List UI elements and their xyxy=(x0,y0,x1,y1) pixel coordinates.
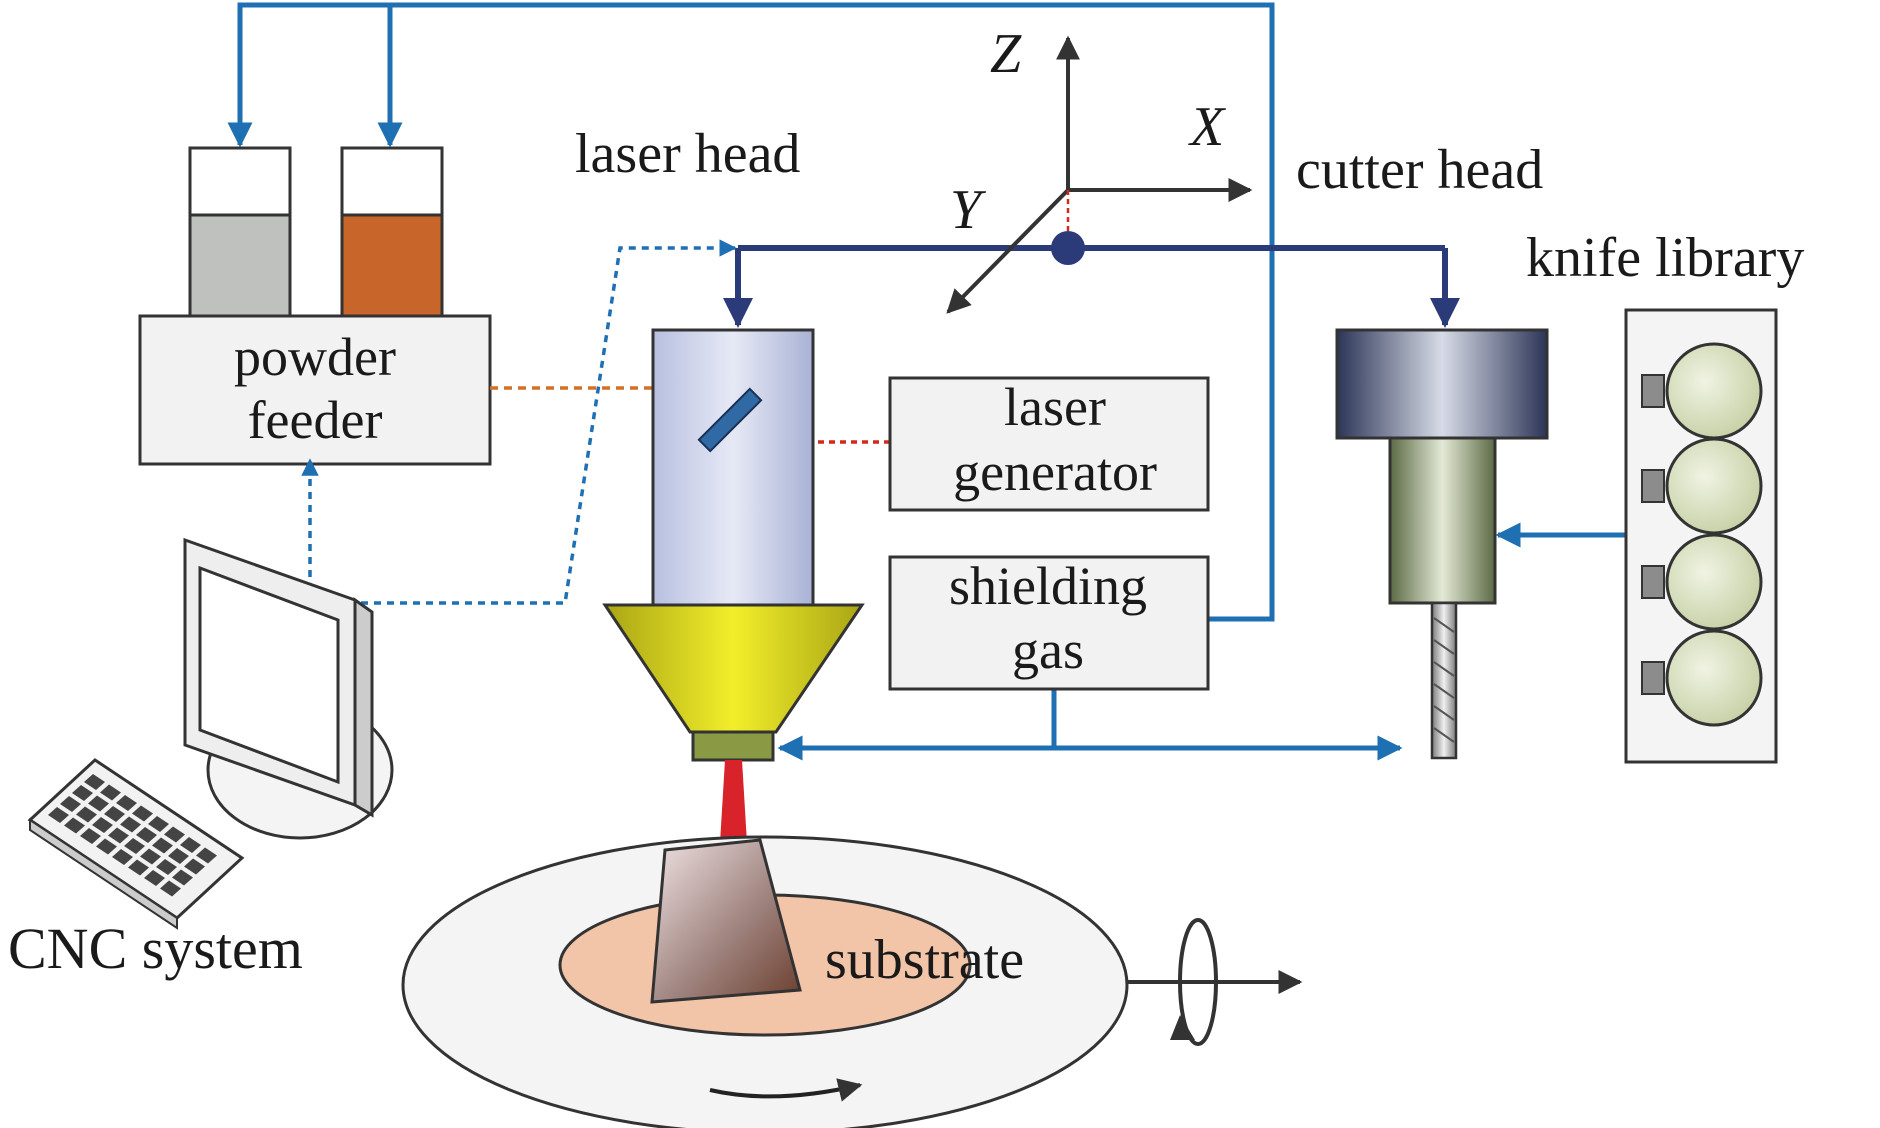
tool-holder-3 xyxy=(1641,533,1763,631)
knife-library xyxy=(1624,308,1778,764)
shielding-gas: shielding gas xyxy=(888,555,1210,691)
cladding-nozzle xyxy=(602,603,865,734)
keyboard-key xyxy=(172,869,193,886)
gas-supply-lines xyxy=(227,2,1626,761)
rotation-arrow xyxy=(709,1078,863,1102)
keyboard-key xyxy=(164,826,185,843)
keyboard-key xyxy=(64,817,85,834)
cladded-part xyxy=(650,838,802,1004)
cutter-head-label: cutter head xyxy=(1296,139,1543,201)
keyboard-key xyxy=(88,795,109,812)
keyboard-key xyxy=(48,807,69,823)
keyboard-key xyxy=(196,847,217,864)
knife-library-label: knife library xyxy=(1526,227,1804,289)
laser-head xyxy=(602,328,865,843)
shielding-gas-label-line1: shielding xyxy=(949,556,1147,616)
keyboard-key xyxy=(160,880,181,897)
keyboard-key xyxy=(84,774,105,790)
cnc-computer xyxy=(27,537,394,930)
keyboard-key xyxy=(168,848,189,864)
y-axis-label: Y xyxy=(950,179,987,241)
keyboard-key xyxy=(76,806,97,823)
keyboard-key xyxy=(136,827,157,843)
keyboard-key xyxy=(96,838,117,855)
keyboard-key xyxy=(100,784,121,801)
keyboard-key xyxy=(128,859,149,876)
monitor-screen xyxy=(198,565,340,785)
cutter-head xyxy=(1335,328,1549,760)
powder-feeder-label-line1: powder xyxy=(234,327,396,387)
x-axis-label: X xyxy=(1188,96,1227,158)
powder-feeder-box xyxy=(138,314,492,466)
keyboard-key xyxy=(180,837,201,853)
tilt-rotation-ring xyxy=(1178,918,1218,1046)
keyboard-key xyxy=(60,796,81,812)
motion-rail xyxy=(723,245,1460,328)
keyboard-key xyxy=(72,785,93,801)
z-axis-label: Z xyxy=(990,23,1022,85)
keyboard-key xyxy=(120,816,141,833)
shielding-gas-box xyxy=(888,555,1210,691)
keyboard-icon xyxy=(27,758,245,930)
laser-generator-label-line1: laser xyxy=(1004,377,1106,437)
keyboard-key xyxy=(108,827,129,844)
nozzle-tip xyxy=(691,730,775,762)
substrate-label: substrate xyxy=(825,929,1024,991)
laser-beam xyxy=(720,760,747,843)
powder-feeder: powder feeder xyxy=(138,146,492,466)
keyboard-key xyxy=(148,816,169,832)
keyboard-key xyxy=(156,859,177,875)
rotary-table xyxy=(401,835,1303,1128)
coordinate-axes xyxy=(946,35,1253,314)
mirror-icon xyxy=(697,387,763,453)
laser-head-label: laser head xyxy=(575,123,800,185)
keyboard-key xyxy=(112,849,133,865)
keyboard-key xyxy=(80,828,101,844)
spindle-housing xyxy=(1335,328,1549,440)
laser-generator-label-line2: generator xyxy=(953,442,1157,502)
powder-hopper-gray xyxy=(188,213,292,318)
keyboard-key xyxy=(140,848,161,865)
tool-holder-2 xyxy=(1641,437,1763,535)
keyboard-key xyxy=(116,795,137,811)
milling-cutter xyxy=(1430,601,1458,760)
shielding-gas-label-line2: gas xyxy=(1012,620,1084,680)
keyboard-key xyxy=(144,870,165,886)
keyboard-key xyxy=(152,837,173,854)
keyboard-key xyxy=(104,806,125,822)
laser-generator: laser generator xyxy=(888,376,1210,512)
keyboard-key xyxy=(132,805,153,822)
laser-generator-box xyxy=(888,376,1210,512)
tool-holder-1 xyxy=(1641,342,1763,440)
spindle-body xyxy=(1388,436,1497,605)
keyboard-key xyxy=(184,858,205,875)
laser-head-body xyxy=(651,328,815,607)
keyboard-key xyxy=(124,838,145,854)
powder-feeder-label-line2: feeder xyxy=(248,390,383,450)
cnc-system-label: CNC system xyxy=(8,916,303,981)
axis-origin-joint xyxy=(1051,231,1085,265)
tool-holder-4 xyxy=(1641,629,1763,727)
powder-hopper-orange xyxy=(340,213,444,318)
keyboard-key xyxy=(92,817,113,833)
